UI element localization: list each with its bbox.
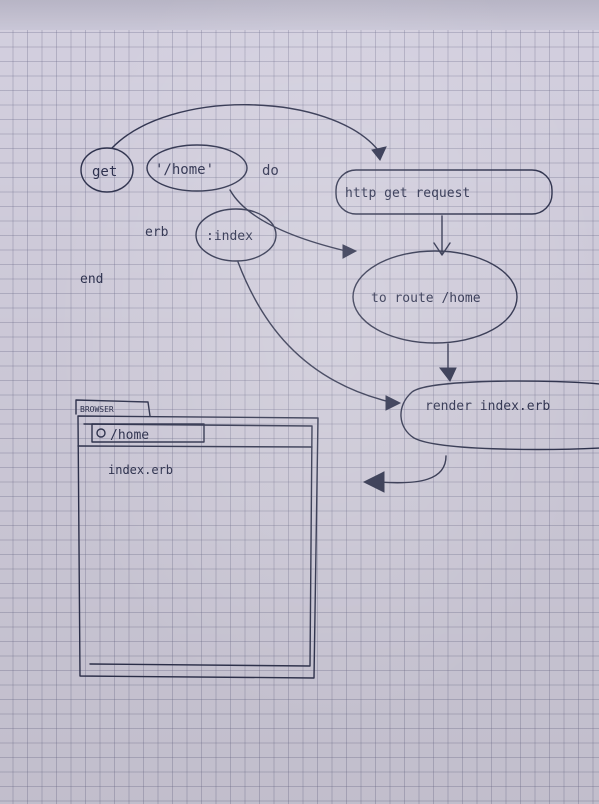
browser-tab xyxy=(75,399,151,417)
arrowhead-render-down xyxy=(438,367,457,382)
request-box xyxy=(335,169,553,215)
code-index: :index xyxy=(206,229,253,244)
browser-tab-label: BROWSER xyxy=(80,405,114,414)
code-index-group: :index xyxy=(195,208,277,262)
arrowhead-route xyxy=(342,244,358,259)
arrow-route-to-route xyxy=(229,189,347,252)
arrowhead-request xyxy=(371,146,387,161)
browser-toolbar-line xyxy=(77,445,313,448)
render-ellipse xyxy=(400,380,599,451)
browser-inner-frame xyxy=(83,423,313,667)
code-get: get xyxy=(92,164,117,180)
index-circle xyxy=(195,208,277,262)
render-label: render index.erb xyxy=(425,399,550,414)
code-end: end xyxy=(80,272,103,287)
browser-content: index.erb xyxy=(108,463,173,477)
request-node: http get request xyxy=(335,169,553,215)
route-label: to route /home xyxy=(371,291,481,306)
code-do: do xyxy=(262,163,279,179)
route-node: to route /home xyxy=(352,250,518,344)
code-route: '/home' xyxy=(155,162,214,178)
arrow-index-to-render xyxy=(237,261,391,403)
route-ellipse xyxy=(352,250,518,344)
browser-address-bar xyxy=(91,423,205,443)
code-erb: erb xyxy=(145,225,169,240)
code-get-group: get xyxy=(80,147,134,193)
code-route-group: '/home' xyxy=(146,144,248,192)
render-node: render index.erb xyxy=(400,380,599,451)
arrowhead-request-down xyxy=(433,242,451,256)
browser-address: /home xyxy=(110,428,149,443)
arrowhead-browser xyxy=(362,471,385,493)
browser-address-icon xyxy=(96,428,106,438)
request-label: http get request xyxy=(345,186,470,201)
browser-window: BROWSER /home index.erb xyxy=(75,399,319,679)
arrow-get-to-request xyxy=(111,104,379,151)
arrow-render-to-browser xyxy=(377,455,447,484)
browser-frame xyxy=(77,415,319,679)
route-circle xyxy=(146,144,248,192)
page-top-edge xyxy=(0,0,599,30)
arrowhead-index xyxy=(385,395,402,411)
get-circle xyxy=(80,147,134,193)
